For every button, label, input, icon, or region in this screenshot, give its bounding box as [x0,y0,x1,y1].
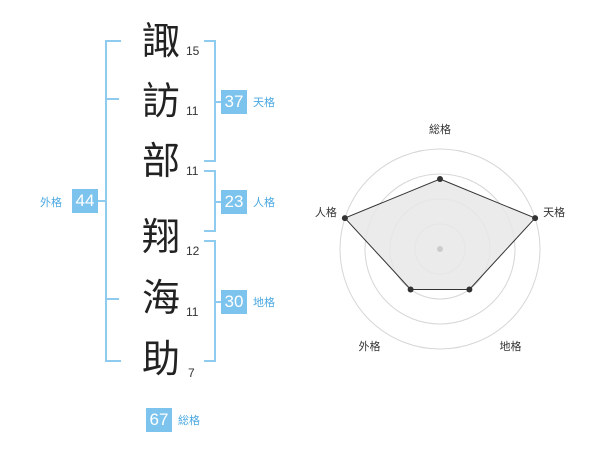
chikaku-connector [214,301,222,303]
stroke-count-3: 11 [186,164,199,178]
chikaku-badge: 30 [221,290,247,314]
gaikaku-bracket-tick-2 [105,298,119,300]
radar-point-2 [532,215,539,222]
stroke-count-4: 12 [186,244,200,258]
gaikaku-bracket-tick-1 [105,98,119,100]
chikaku-label: 地格 [253,296,275,309]
name-char-2: 訪 [141,79,180,123]
name-char-4: 翔 [141,215,180,259]
radar-axis-label-gaikaku: 外格 [358,339,380,353]
name-char-6: 助 [141,337,180,381]
radar-point-5 [341,215,348,222]
gaikaku-bracket [105,40,121,362]
radar-ring [364,173,516,325]
radar-axis-label-soukaku: 総格 [429,122,451,136]
stroke-count-5: 11 [186,305,199,319]
radar-axis-label-jinkaku: 人格 [315,205,337,219]
soukaku-badge: 67 [146,408,172,432]
radar-point-3 [466,286,473,293]
name-char-1: 諏 [141,19,180,63]
gaikaku-badge: 44 [72,189,98,213]
radar-points [341,176,539,293]
jinkaku-label: 人格 [253,196,275,209]
jinkaku-connector [214,201,222,203]
tenkaku-label: 天格 [253,96,275,109]
radar-axis-label-tenkaku: 天格 [543,205,565,219]
gaikaku-label: 外格 [40,196,62,209]
radar-center-dot [437,246,443,252]
radar-axis-label-chikaku: 地格 [500,339,522,353]
gaikaku-connector [96,200,106,202]
name-char-5: 海 [141,276,180,320]
jinkaku-badge: 23 [221,190,247,214]
radar-area [344,178,536,290]
radar-ring [339,148,541,350]
stroke-count-2: 11 [186,104,199,118]
tenkaku-badge: 37 [221,90,247,114]
radar-chart: 総格 天格 地格 外格 人格 [315,122,565,353]
stroke-count-1: 15 [186,44,200,58]
name-char-3: 部 [141,139,180,183]
radar-point-1 [437,176,443,182]
tenkaku-connector [214,101,222,103]
stroke-count-6: 7 [188,366,195,380]
soukaku-label: 総格 [178,414,200,427]
radar-point-4 [407,286,414,293]
